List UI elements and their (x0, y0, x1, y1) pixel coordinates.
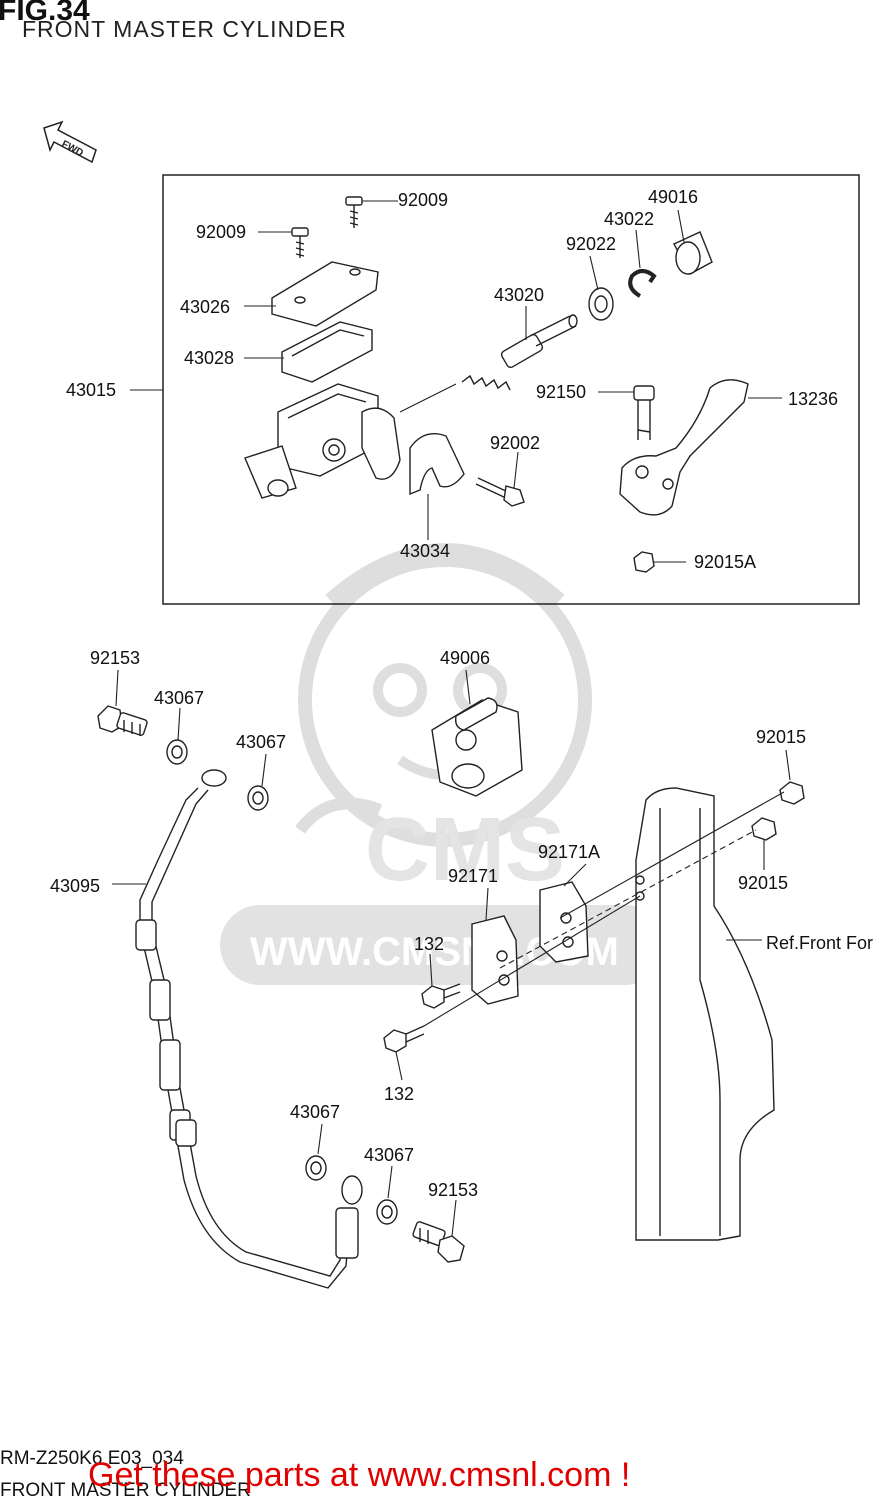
part-label-92009-left: 92009 (196, 222, 247, 242)
watermark-brand-text: CMS (365, 800, 565, 900)
ref-front-fork-label: Ref.Front For (766, 933, 874, 953)
part-label-132-bottom: 132 (384, 1084, 415, 1104)
part-label-13236: 13236 (788, 389, 839, 409)
reservoir-cap-43026 (271, 261, 379, 327)
part-label-92009-right: 92009 (398, 190, 449, 210)
banjo-bolt-92153-bottom (412, 1221, 465, 1263)
part-label-92022: 92022 (566, 234, 617, 254)
part-label-92153-bottom: 92153 (428, 1180, 479, 1200)
part-label-92002: 92002 (490, 433, 541, 453)
clamp-43034 (409, 433, 465, 496)
promo-link-text[interactable]: Get these parts at www.cmsnl.com ! (88, 1456, 631, 1494)
diaphragm-43028 (281, 321, 373, 383)
nut-92015-bottom (751, 817, 777, 841)
nut-92015-top (779, 781, 805, 805)
part-label-49016: 49016 (648, 187, 699, 207)
front-fork-guard (635, 787, 775, 1241)
figure-number: FIG.34 (0, 0, 90, 27)
part-label-43067-a: 43067 (154, 688, 205, 708)
part-label-92015A: 92015A (694, 552, 757, 572)
banjo-bolt-92153-top (97, 705, 148, 736)
part-label-43067-c: 43067 (290, 1102, 341, 1122)
diagram-code: RM-Z250K6 E03_034 (0, 1448, 184, 1469)
clamp-92171A (539, 881, 589, 963)
part-label-43026: 43026 (180, 297, 231, 317)
part-label-43034: 43034 (400, 541, 451, 561)
part-label-92015-bottom: 92015 (738, 873, 789, 893)
part-label-43015: 43015 (66, 380, 117, 400)
screw-92009-right (345, 196, 363, 228)
figure-title: FRONT MASTER CYLINDER (22, 16, 347, 42)
master-cylinder-body-43015 (244, 383, 401, 499)
fwd-arrow-icon (43, 120, 97, 164)
nut-92015A (633, 551, 655, 573)
part-label-49006: 49006 (440, 648, 491, 668)
circlip-43022 (628, 269, 657, 298)
part-label-43067-b: 43067 (236, 732, 287, 752)
brake-hose-43095 (135, 769, 363, 1289)
lever-13236 (619, 379, 749, 516)
bolt-132-bottom (383, 1025, 425, 1053)
bolt-132-top (421, 983, 461, 1009)
part-label-92171A: 92171A (538, 842, 601, 862)
clamp-92171 (471, 915, 519, 1005)
part-label-92015-top: 92015 (756, 727, 807, 747)
bolt-92002 (475, 477, 525, 507)
part-label-132-top: 132 (414, 934, 445, 954)
hose-guide-49006 (431, 697, 523, 797)
screw-92009-left (291, 227, 309, 258)
piston-kit-43020 (461, 314, 578, 391)
part-label-43028: 43028 (184, 348, 235, 368)
part-label-92153-top: 92153 (90, 648, 141, 668)
part-label-43067-d: 43067 (364, 1145, 415, 1165)
part-label-43020: 43020 (494, 285, 545, 305)
footer-subtitle: FRONT MASTER CYLINDER (0, 1480, 251, 1501)
part-label-92171: 92171 (448, 866, 499, 886)
boot-49016 (673, 231, 713, 275)
part-label-43095: 43095 (50, 876, 101, 896)
pivot-bolt-92150 (633, 385, 655, 440)
part-label-43022: 43022 (604, 209, 655, 229)
master-cylinder-assembly-box (162, 174, 860, 605)
leader-lines (112, 200, 791, 1237)
part-label-92150: 92150 (536, 382, 587, 402)
